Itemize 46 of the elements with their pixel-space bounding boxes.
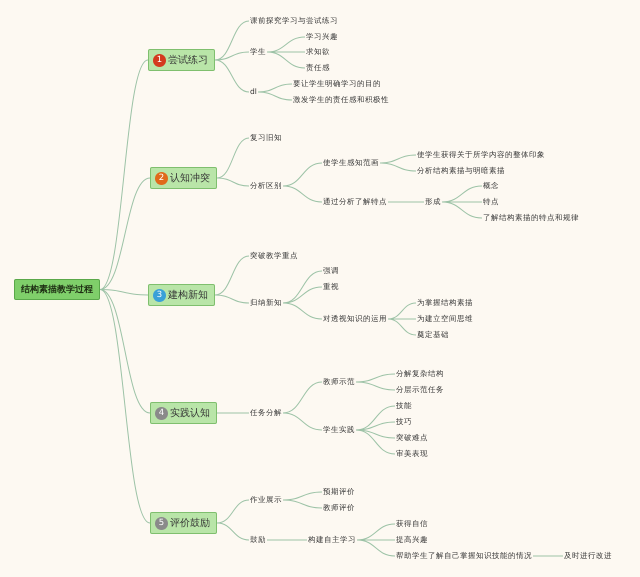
branch-line bbox=[216, 522, 250, 540]
topic-label: 尝试练习 bbox=[168, 54, 208, 67]
number-badge: 4 bbox=[155, 406, 168, 420]
branch-line bbox=[356, 382, 396, 390]
branch-line bbox=[388, 318, 416, 336]
topic-label: 实践认知 bbox=[170, 406, 210, 420]
topic-label: 评价鼓励 bbox=[170, 516, 210, 530]
topic-box bbox=[148, 284, 215, 306]
topic-box bbox=[150, 167, 217, 189]
branch-line bbox=[380, 162, 416, 172]
branch-line bbox=[100, 178, 150, 290]
branch-line bbox=[100, 60, 148, 290]
branch-line bbox=[214, 294, 250, 304]
branch-line bbox=[214, 20, 250, 60]
topic-label: 认知冲突 bbox=[170, 172, 210, 185]
root-topic: 结构素描教学过程 bbox=[14, 278, 100, 300]
number-badge: 3 bbox=[153, 288, 166, 302]
branch-line bbox=[282, 382, 322, 414]
branch-line bbox=[282, 270, 322, 304]
branch-line bbox=[100, 289, 148, 296]
branch-line bbox=[216, 412, 250, 414]
branch-line bbox=[282, 302, 322, 320]
branch-line bbox=[442, 202, 482, 218]
branch-line bbox=[282, 186, 322, 202]
branch-line bbox=[282, 500, 322, 508]
number-badge: 1 bbox=[153, 54, 166, 66]
branch-line bbox=[214, 52, 250, 60]
topic-box bbox=[150, 512, 217, 534]
branch-line bbox=[100, 289, 150, 524]
branch-line bbox=[258, 92, 292, 100]
branch-line bbox=[282, 412, 322, 430]
branch-line bbox=[216, 138, 250, 178]
branch-line bbox=[214, 60, 250, 92]
branch-line bbox=[214, 256, 250, 296]
topic-box bbox=[150, 402, 217, 424]
branch-line bbox=[356, 430, 396, 454]
branch-line bbox=[266, 52, 306, 68]
branch-line bbox=[216, 500, 250, 524]
topic-label: 建构新知 bbox=[168, 288, 208, 302]
branch-line bbox=[216, 178, 250, 186]
number-badge: 2 bbox=[155, 172, 168, 184]
branch-line bbox=[356, 540, 396, 556]
number-badge: 5 bbox=[155, 516, 168, 530]
topic-box bbox=[148, 49, 215, 71]
branch-line bbox=[388, 302, 416, 320]
branch-line bbox=[100, 289, 150, 414]
